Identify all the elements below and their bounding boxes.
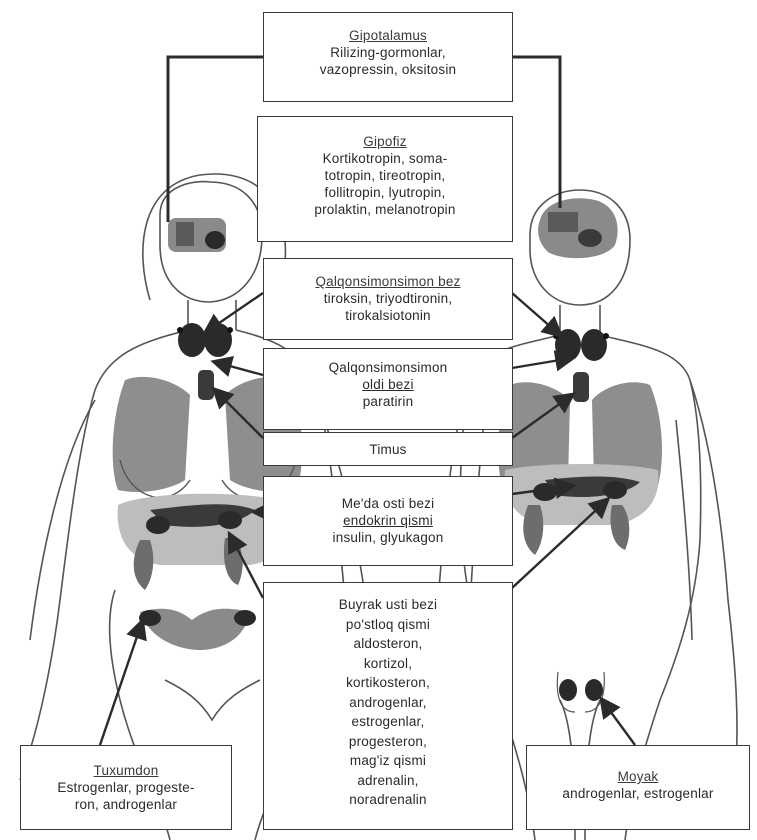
parathyroid-box: Qalqonsimonsimon oldi bezi paratirin xyxy=(263,348,513,430)
hypothalamus-box: Gipotalamus Rilizing-gormonlar, vazopres… xyxy=(263,12,513,102)
adrenal-line-10: adrenalin, xyxy=(264,771,512,791)
parathyroid-line-2: oldi bezi xyxy=(264,376,512,393)
arrow-testis xyxy=(602,700,635,745)
pituitary-line-2: totropin, tireotropin, xyxy=(258,167,512,184)
arrow-parathyroid-right xyxy=(512,358,572,368)
adrenal-line-9: mag'iz qismi xyxy=(264,751,512,771)
thymus-box: Timus xyxy=(263,432,513,466)
ovary-box: Tuxumdon Estrogenlar, progeste- ron, and… xyxy=(20,745,232,830)
male-thyroid xyxy=(553,329,609,361)
arrow-ovary xyxy=(100,622,142,745)
pancreas-line-2: endokrin qismi xyxy=(264,512,512,529)
male-testes xyxy=(557,672,604,712)
adrenal-line-3: aldosteron, xyxy=(264,634,512,654)
female-ovaries xyxy=(139,609,256,650)
pancreas-box: Me'da osti bezi endokrin qismi insulin, … xyxy=(263,476,513,566)
male-abdomen xyxy=(505,464,659,555)
female-thyroid xyxy=(177,323,233,357)
parathyroid-line-1: Qalqonsimonsimon xyxy=(264,359,512,376)
connector-hypothalamus-right xyxy=(512,57,560,208)
male-brain xyxy=(538,198,618,258)
pituitary-line-3: follitropin, lyutropin, xyxy=(258,184,512,201)
ovary-line-1: Estrogenlar, progeste- xyxy=(21,779,231,796)
hypothalamus-title: Gipotalamus xyxy=(264,27,512,44)
adrenal-line-7: estrogenlar, xyxy=(264,712,512,732)
adrenal-line-5: kortikosteron, xyxy=(264,673,512,693)
ovary-title: Tuxumdon xyxy=(21,762,231,779)
pituitary-line-4: prolaktin, melanotropin xyxy=(258,201,512,218)
adrenal-line-6: androgenlar, xyxy=(264,693,512,713)
female-brain xyxy=(168,218,226,252)
pituitary-line-1: Kortikotropin, soma- xyxy=(258,150,512,167)
ovary-line-2: ron, androgenlar xyxy=(21,796,231,813)
thymus-title: Timus xyxy=(264,441,512,458)
pancreas-line-1: Me'da osti bezi xyxy=(264,495,512,512)
testis-title: Moyak xyxy=(527,768,749,785)
testis-line-1: androgenlar, estrogenlar xyxy=(527,785,749,802)
pituitary-title: Gipofiz xyxy=(258,133,512,150)
arrow-thyroid-right xyxy=(512,293,560,335)
adrenal-line-1: Buyrak usti bezi xyxy=(264,595,512,615)
adrenal-line-4: kortizol, xyxy=(264,654,512,674)
thyroid-title: Qalqonsimonsimon bez xyxy=(264,273,512,290)
adrenal-line-11: noradrenalin xyxy=(264,790,512,810)
pituitary-box: Gipofiz Kortikotropin, soma- totropin, t… xyxy=(257,116,513,242)
thyroid-box: Qalqonsimonsimon bez tiroksin, triyodtir… xyxy=(263,258,513,340)
hypothalamus-line-1: Rilizing-gormonlar, xyxy=(264,44,512,61)
female-thymus xyxy=(198,370,214,400)
adrenal-box: Buyrak usti bezi po'stloq qismi aldoster… xyxy=(263,582,513,830)
adrenal-line-2: po'stloq qismi xyxy=(264,615,512,635)
hypothalamus-line-2: vazopressin, oksitosin xyxy=(264,61,512,78)
parathyroid-line-3: paratirin xyxy=(264,393,512,410)
thyroid-line-2: tirokalsiotonin xyxy=(264,307,512,324)
thyroid-line-1: tiroksin, triyodtironin, xyxy=(264,290,512,307)
testis-box: Moyak androgenlar, estrogenlar xyxy=(526,745,750,830)
arrow-parathyroid-left xyxy=(215,362,263,375)
adrenal-line-8: progesteron, xyxy=(264,732,512,752)
pancreas-line-3: insulin, glyukagon xyxy=(264,529,512,546)
male-thymus xyxy=(573,372,589,402)
